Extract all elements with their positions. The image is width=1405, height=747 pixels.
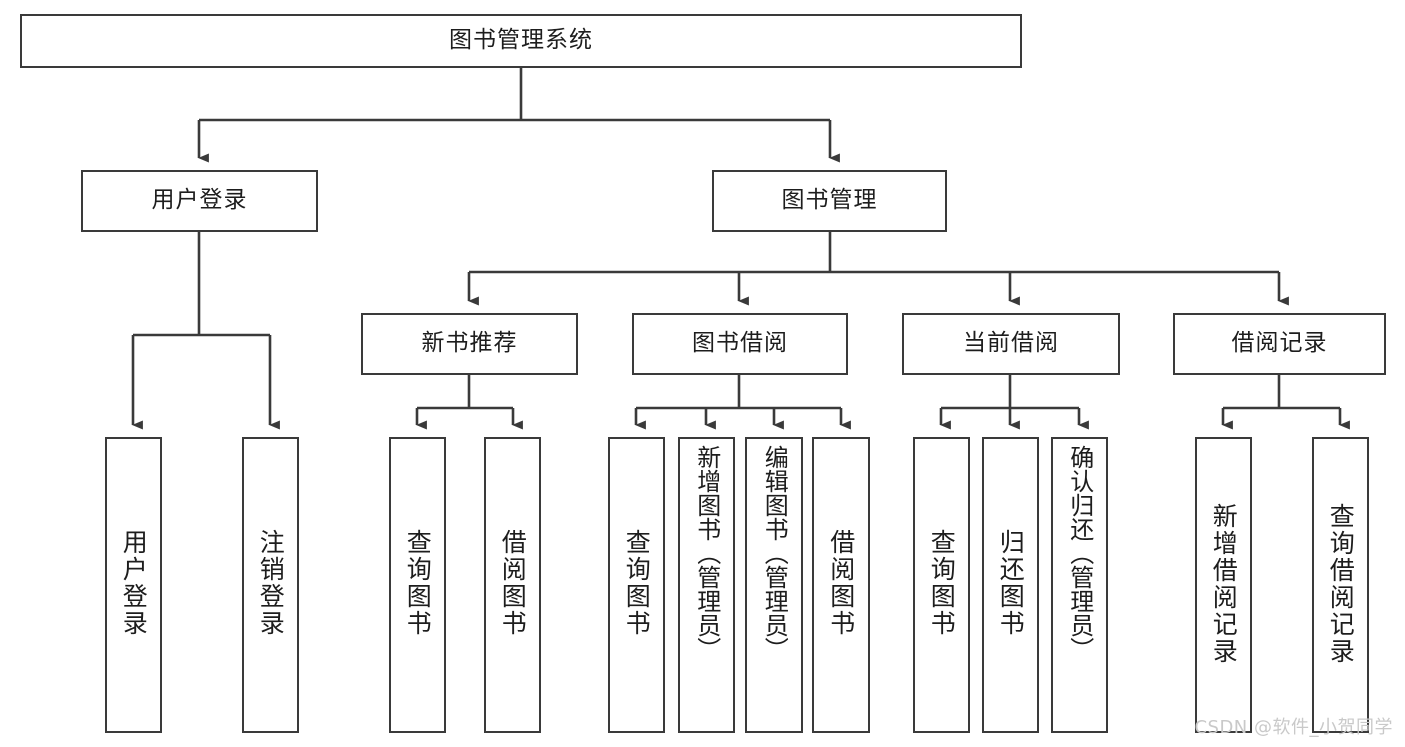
leaf-query-borrow-record[interactable]: 查询借阅记录 xyxy=(1312,437,1369,733)
node-new-book-recommend-label: 新书推荐 xyxy=(421,330,518,357)
node-root[interactable]: 图书管理系统 xyxy=(20,14,1022,68)
leaf-user-login-label: 用户登录 xyxy=(119,529,149,637)
leaf-edit-book-admin[interactable]: 编辑图书（管理员） xyxy=(745,437,803,733)
leaf-edit-book-admin-label: 编辑图书（管理员） xyxy=(760,445,789,661)
leaf-add-borrow-record-label: 新增借阅记录 xyxy=(1209,503,1239,665)
leaf-confirm-return-admin-label: 确认归还（管理员） xyxy=(1065,445,1094,661)
leaf-borrow-book-label: 借阅图书 xyxy=(826,529,856,637)
leaf-logout[interactable]: 注销登录 xyxy=(242,437,299,733)
node-book-borrow-label: 图书借阅 xyxy=(692,330,788,357)
node-new-book-recommend[interactable]: 新书推荐 xyxy=(361,313,578,375)
node-user-login-label: 用户登录 xyxy=(151,187,248,214)
node-borrow-record[interactable]: 借阅记录 xyxy=(1173,313,1386,375)
leaf-query-book-recommend-label: 查询图书 xyxy=(403,529,433,637)
leaf-add-book-admin-label: 新增图书（管理员） xyxy=(692,445,721,661)
leaf-query-borrow-record-label: 查询借阅记录 xyxy=(1326,503,1356,665)
leaf-return-book[interactable]: 归还图书 xyxy=(982,437,1039,733)
node-borrow-record-label: 借阅记录 xyxy=(1231,330,1328,357)
node-root-label: 图书管理系统 xyxy=(449,27,593,54)
leaf-return-book-label: 归还图书 xyxy=(996,529,1026,637)
node-current-borrow[interactable]: 当前借阅 xyxy=(902,313,1120,375)
leaf-query-book-borrow[interactable]: 查询图书 xyxy=(608,437,665,733)
leaf-add-borrow-record[interactable]: 新增借阅记录 xyxy=(1195,437,1252,733)
node-book-borrow[interactable]: 图书借阅 xyxy=(632,313,848,375)
node-current-borrow-label: 当前借阅 xyxy=(963,330,1059,357)
node-book-management[interactable]: 图书管理 xyxy=(712,170,947,232)
leaf-borrow-book-recommend-label: 借阅图书 xyxy=(498,529,528,637)
leaf-borrow-book-recommend[interactable]: 借阅图书 xyxy=(484,437,541,733)
leaf-borrow-book[interactable]: 借阅图书 xyxy=(812,437,870,733)
watermark: CSDN @软件_小贺同学 xyxy=(1194,717,1393,738)
leaf-query-book-current[interactable]: 查询图书 xyxy=(913,437,970,733)
leaf-confirm-return-admin[interactable]: 确认归还（管理员） xyxy=(1051,437,1108,733)
leaf-query-book-recommend[interactable]: 查询图书 xyxy=(389,437,446,733)
leaf-logout-label: 注销登录 xyxy=(256,529,286,637)
leaf-query-book-borrow-label: 查询图书 xyxy=(622,529,652,637)
node-book-management-label: 图书管理 xyxy=(781,187,878,214)
leaf-user-login[interactable]: 用户登录 xyxy=(105,437,162,733)
node-user-login[interactable]: 用户登录 xyxy=(81,170,318,232)
leaf-add-book-admin[interactable]: 新增图书（管理员） xyxy=(678,437,735,733)
leaf-query-book-current-label: 查询图书 xyxy=(927,529,957,637)
